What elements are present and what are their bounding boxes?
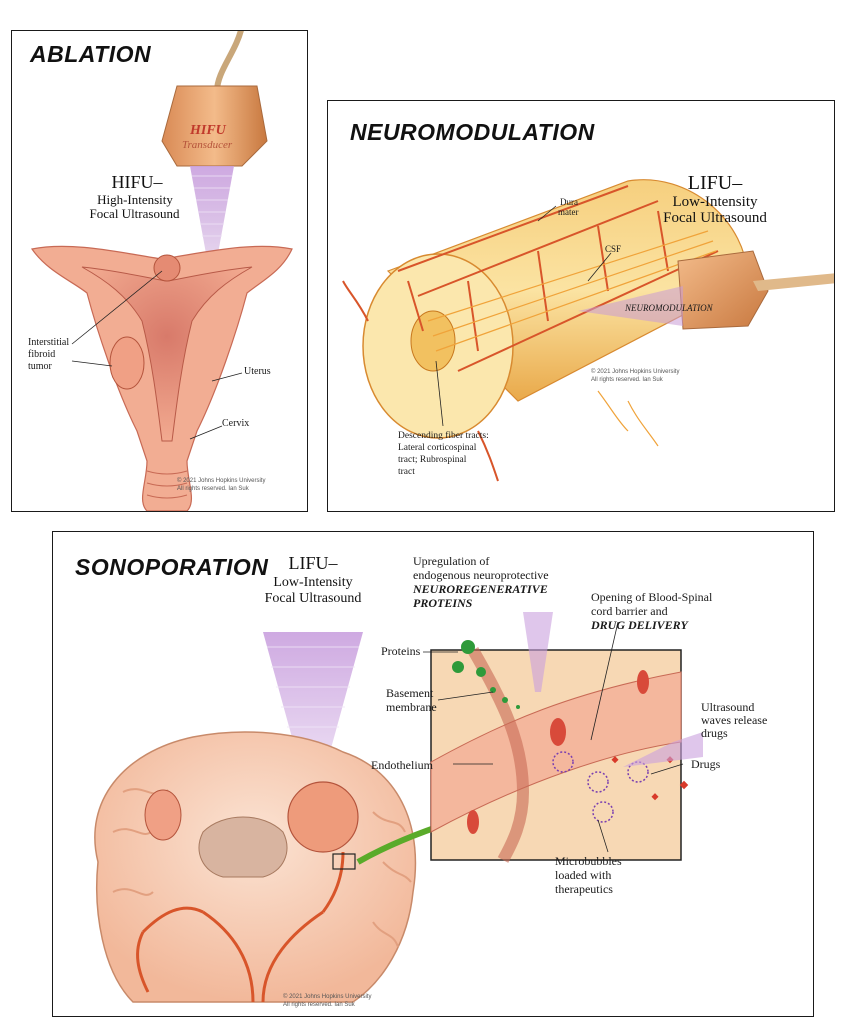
dura-label-1: Dura: [560, 197, 578, 207]
fibroid-label-2: fibroid: [28, 349, 55, 360]
tracts-label-4: tract: [398, 467, 415, 477]
fibroid-top: [154, 255, 180, 281]
opening-label-2: cord barrier and: [591, 604, 668, 619]
opening-label-3: DRUG DELIVERY: [591, 618, 688, 633]
ablation-copyright-2: All rights reserved. Ian Suk: [177, 486, 249, 493]
neuromodulation-panel: Neuromodulation LIFU– Low-Intensity Foca…: [327, 100, 835, 512]
upreg-label-2: endogenous neuroprotective: [413, 568, 549, 583]
basement-label-2: membrane: [386, 700, 437, 715]
opening-label-1: Opening of Blood-Spinal: [591, 590, 712, 605]
upreg-label-3: NEUROREGENERATIVE: [413, 582, 548, 597]
fibroid-label-1: Interstitial: [28, 337, 69, 348]
lifu-title-sono: LIFU–: [268, 554, 358, 573]
fibroid-side: [110, 337, 144, 389]
microbubbles-label-1: Microbubbles: [555, 854, 622, 869]
sono-copyright-1: © 2021 Johns Hopkins University: [283, 994, 371, 1001]
hifu-subtitle-1: High-Intensity: [70, 193, 200, 207]
tracts-label-2: Lateral corticospinal: [398, 443, 476, 453]
ventricles: [199, 817, 287, 877]
upreg-label-1: Upregulation of: [413, 554, 489, 569]
lifu-subtitle-sono-2: Focal Ultrasound: [238, 592, 388, 607]
proteins-label: Proteins: [381, 644, 420, 659]
microbubbles-label-2: loaded with: [555, 868, 611, 883]
hifu-subtitle-2: Focal Ultrasound: [67, 207, 202, 221]
sonoporation-title: Sonoporation: [75, 554, 268, 581]
transducer-label-2: Transducer: [182, 139, 232, 151]
tracts-label-1: Descending fiber tracts:: [398, 431, 489, 441]
release-label-3: drugs: [701, 726, 728, 741]
ablation-copyright-1: © 2021 Johns Hopkins University: [177, 478, 265, 485]
basement-label-1: Basement: [386, 686, 433, 701]
transducer-cable: [217, 31, 242, 91]
lifu-subtitle-neuro-2: Focal Ultrasound: [640, 211, 790, 227]
fibroid-label-3: tumor: [28, 361, 52, 372]
tracts-label-3: tract; Rubrospinal: [398, 455, 466, 465]
neuro-copyright-2: All rights reserved. Ian Suk: [591, 377, 663, 384]
ablation-illustration: [12, 31, 307, 511]
tumor-large: [288, 782, 358, 852]
cervix-label: Cervix: [222, 418, 249, 429]
lifu-subtitle-neuro-1: Low-Intensity: [650, 195, 780, 211]
endothelium-label: Endothelium: [371, 758, 433, 773]
lifu-title-neuro: LIFU–: [670, 173, 760, 194]
lifu-subtitle-sono-1: Low-Intensity: [248, 576, 378, 591]
beam-label: NEUROMODULATION: [625, 303, 713, 313]
ablation-panel: Ablation HIFU Transducer HIFU– High-Inte…: [11, 30, 308, 512]
drugs-label: Drugs: [691, 757, 720, 772]
tumor-small: [145, 790, 181, 840]
dura-label-2: mater: [558, 207, 579, 217]
sonoporation-panel: Sonoporation LIFU– Low-Intensity Focal U…: [52, 531, 814, 1017]
csf-label: CSF: [605, 244, 621, 254]
neuro-copyright-1: © 2021 Johns Hopkins University: [591, 369, 679, 376]
lifu-transducer: [678, 251, 768, 329]
uterus-label: Uterus: [244, 366, 271, 377]
upreg-label-4: PROTEINS: [413, 596, 472, 611]
sono-copyright-2: All rights reserved. Ian Suk: [283, 1002, 355, 1009]
neuromodulation-title: Neuromodulation: [350, 119, 595, 146]
hifu-title: HIFU–: [92, 173, 182, 192]
transducer-label-1: HIFU: [190, 123, 226, 139]
microbubbles-label-3: therapeutics: [555, 882, 613, 897]
ablation-title: Ablation: [30, 41, 151, 68]
